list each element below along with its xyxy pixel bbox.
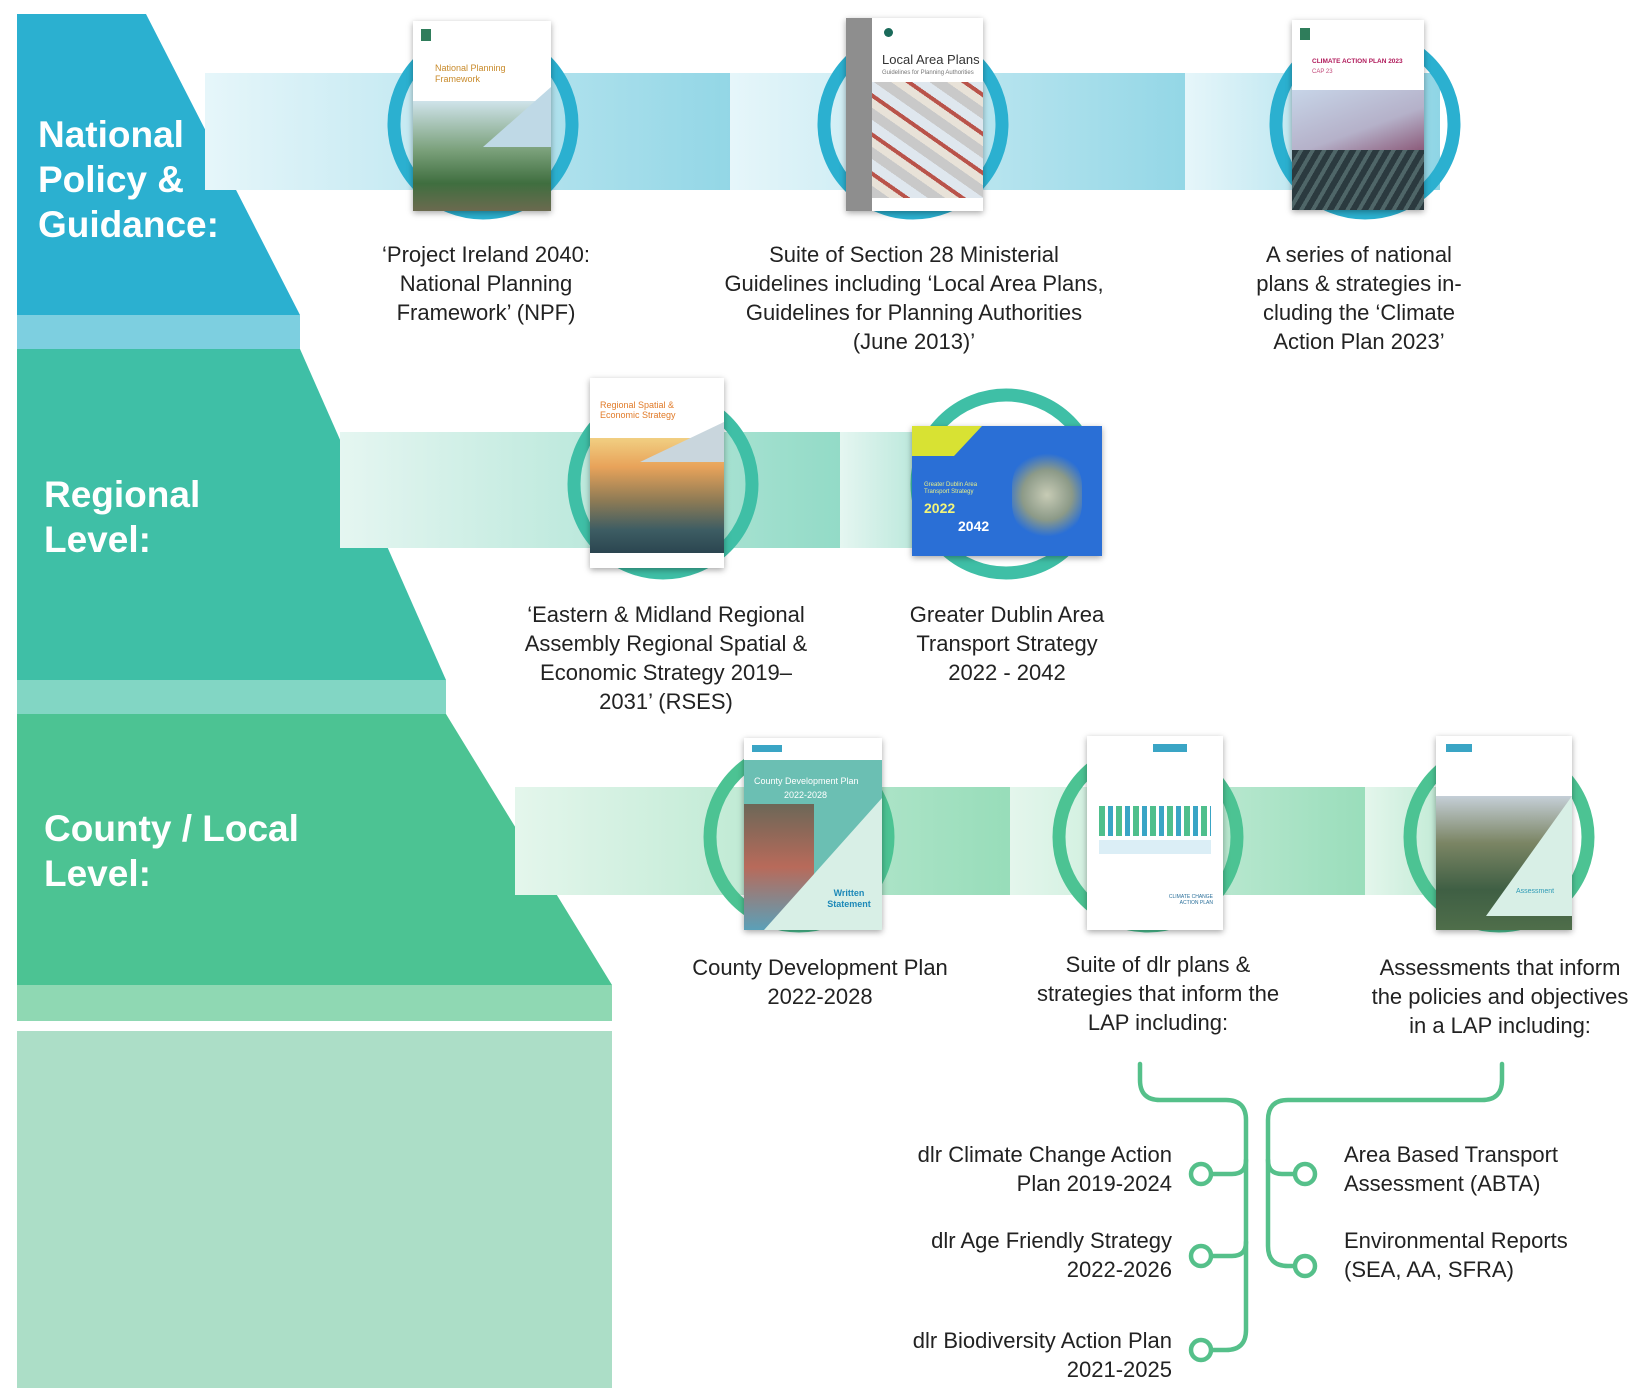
node-environmental [1292,1253,1318,1279]
dlr-plan-item-biodiversity: dlr Biodiversity Action Plan 2021-2025 [912,1328,1172,1382]
base-tier-band [17,1031,612,1388]
connector-tree [1137,1061,1505,1353]
dlr-plans-cover-title: CLIMATE CHANGE ACTION PLAN [1168,894,1213,906]
dlr-plans-cover: CLIMATE CHANGE ACTION PLAN [1087,736,1223,930]
county-tier-band [17,714,612,985]
county-tier-separator [17,985,612,1021]
pyramid [17,14,612,1388]
assessment-item-abta: Area Based Transport Assessment (ABTA) [1344,1142,1559,1196]
regional-tier-band [17,349,446,680]
connector-nodes [1188,1161,1318,1363]
national-tier-separator [17,315,300,349]
node-climate-change-plan [1188,1161,1214,1187]
rses-caption: ‘Eastern & Midland Regional Assembly Reg… [524,602,808,714]
transport-strategy-cover-year1: 2022 [924,500,956,516]
transport-strategy-cover-title: Greater Dublin Area Transport Strategy [924,482,978,495]
node-age-friendly [1188,1243,1214,1269]
assessments-caption: Assessments that inform the policies and… [1371,955,1629,1038]
cdp-cover-footer: Written Statement [827,888,871,909]
node-abta [1292,1161,1318,1187]
climate-action-plan-cover-subtitle: CAP 23 [1312,69,1333,75]
npf-cover-title: National Planning Framework [435,63,506,84]
transport-strategy-caption: Greater Dublin Area Transport Strategy 2… [909,602,1105,685]
climate-action-plan-caption: A series of national plans & strategies … [1256,242,1462,354]
climate-action-plan-cover-title: CLIMATE ACTION PLAN 2023 [1312,58,1403,65]
transport-strategy-cover: Greater Dublin Area Transport Strategy 2… [912,426,1102,556]
assessments-cover-title: Assessment [1516,888,1555,895]
national-tier-band [17,14,300,315]
node-biodiversity [1188,1337,1214,1363]
regional-tier-label: Regional Level: [44,474,201,560]
local-area-plans-cover-title: Local Area Plans [882,52,980,67]
county-arrow-band [515,787,1550,895]
npf-cover: National Planning Framework [413,21,551,211]
county-tier-label: County / Local Level: [44,808,299,894]
local-area-plans-cover-subtitle: Guidelines for Planning Authorities [882,70,974,76]
local-area-plans-cover: Local Area Plans Guidelines for Planning… [846,18,983,211]
cdp-caption: County Development Plan 2022-2028 [692,955,948,1009]
assessments-cover: Assessment [1436,736,1572,930]
dlr-plans-caption: Suite of dlr plans & strategies that inf… [1036,952,1280,1035]
national-tier-label: National Policy & Guidance: [38,114,219,245]
cdp-cover: County Development Plan 2022-2028 Writte… [744,738,882,930]
transport-strategy-cover-year2: 2042 [958,518,990,534]
dlr-plan-item-age-friendly: dlr Age Friendly Strategy 2022-2026 [931,1228,1172,1282]
assessment-item-environmental: Environmental Reports (SEA, AA, SFRA) [1344,1228,1568,1282]
climate-action-plan-cover: CLIMATE ACTION PLAN 2023 CAP 23 [1292,20,1424,210]
npf-caption: ‘Project Ireland 2040: National Planning… [382,242,590,325]
rses-cover: Regional Spatial & Economic Strategy [590,378,724,568]
regional-tier-separator [17,680,446,714]
local-area-plans-caption: Suite of Section 28 Ministerial Guidelin… [724,242,1104,354]
cdp-cover-title: County Development Plan [754,776,859,786]
rses-cover-title: Regional Spatial & Economic Strategy [600,400,676,420]
cdp-cover-years: 2022-2028 [784,790,828,800]
dlr-plan-item-climate-change: dlr Climate Change Action Plan 2019-2024 [917,1142,1172,1196]
